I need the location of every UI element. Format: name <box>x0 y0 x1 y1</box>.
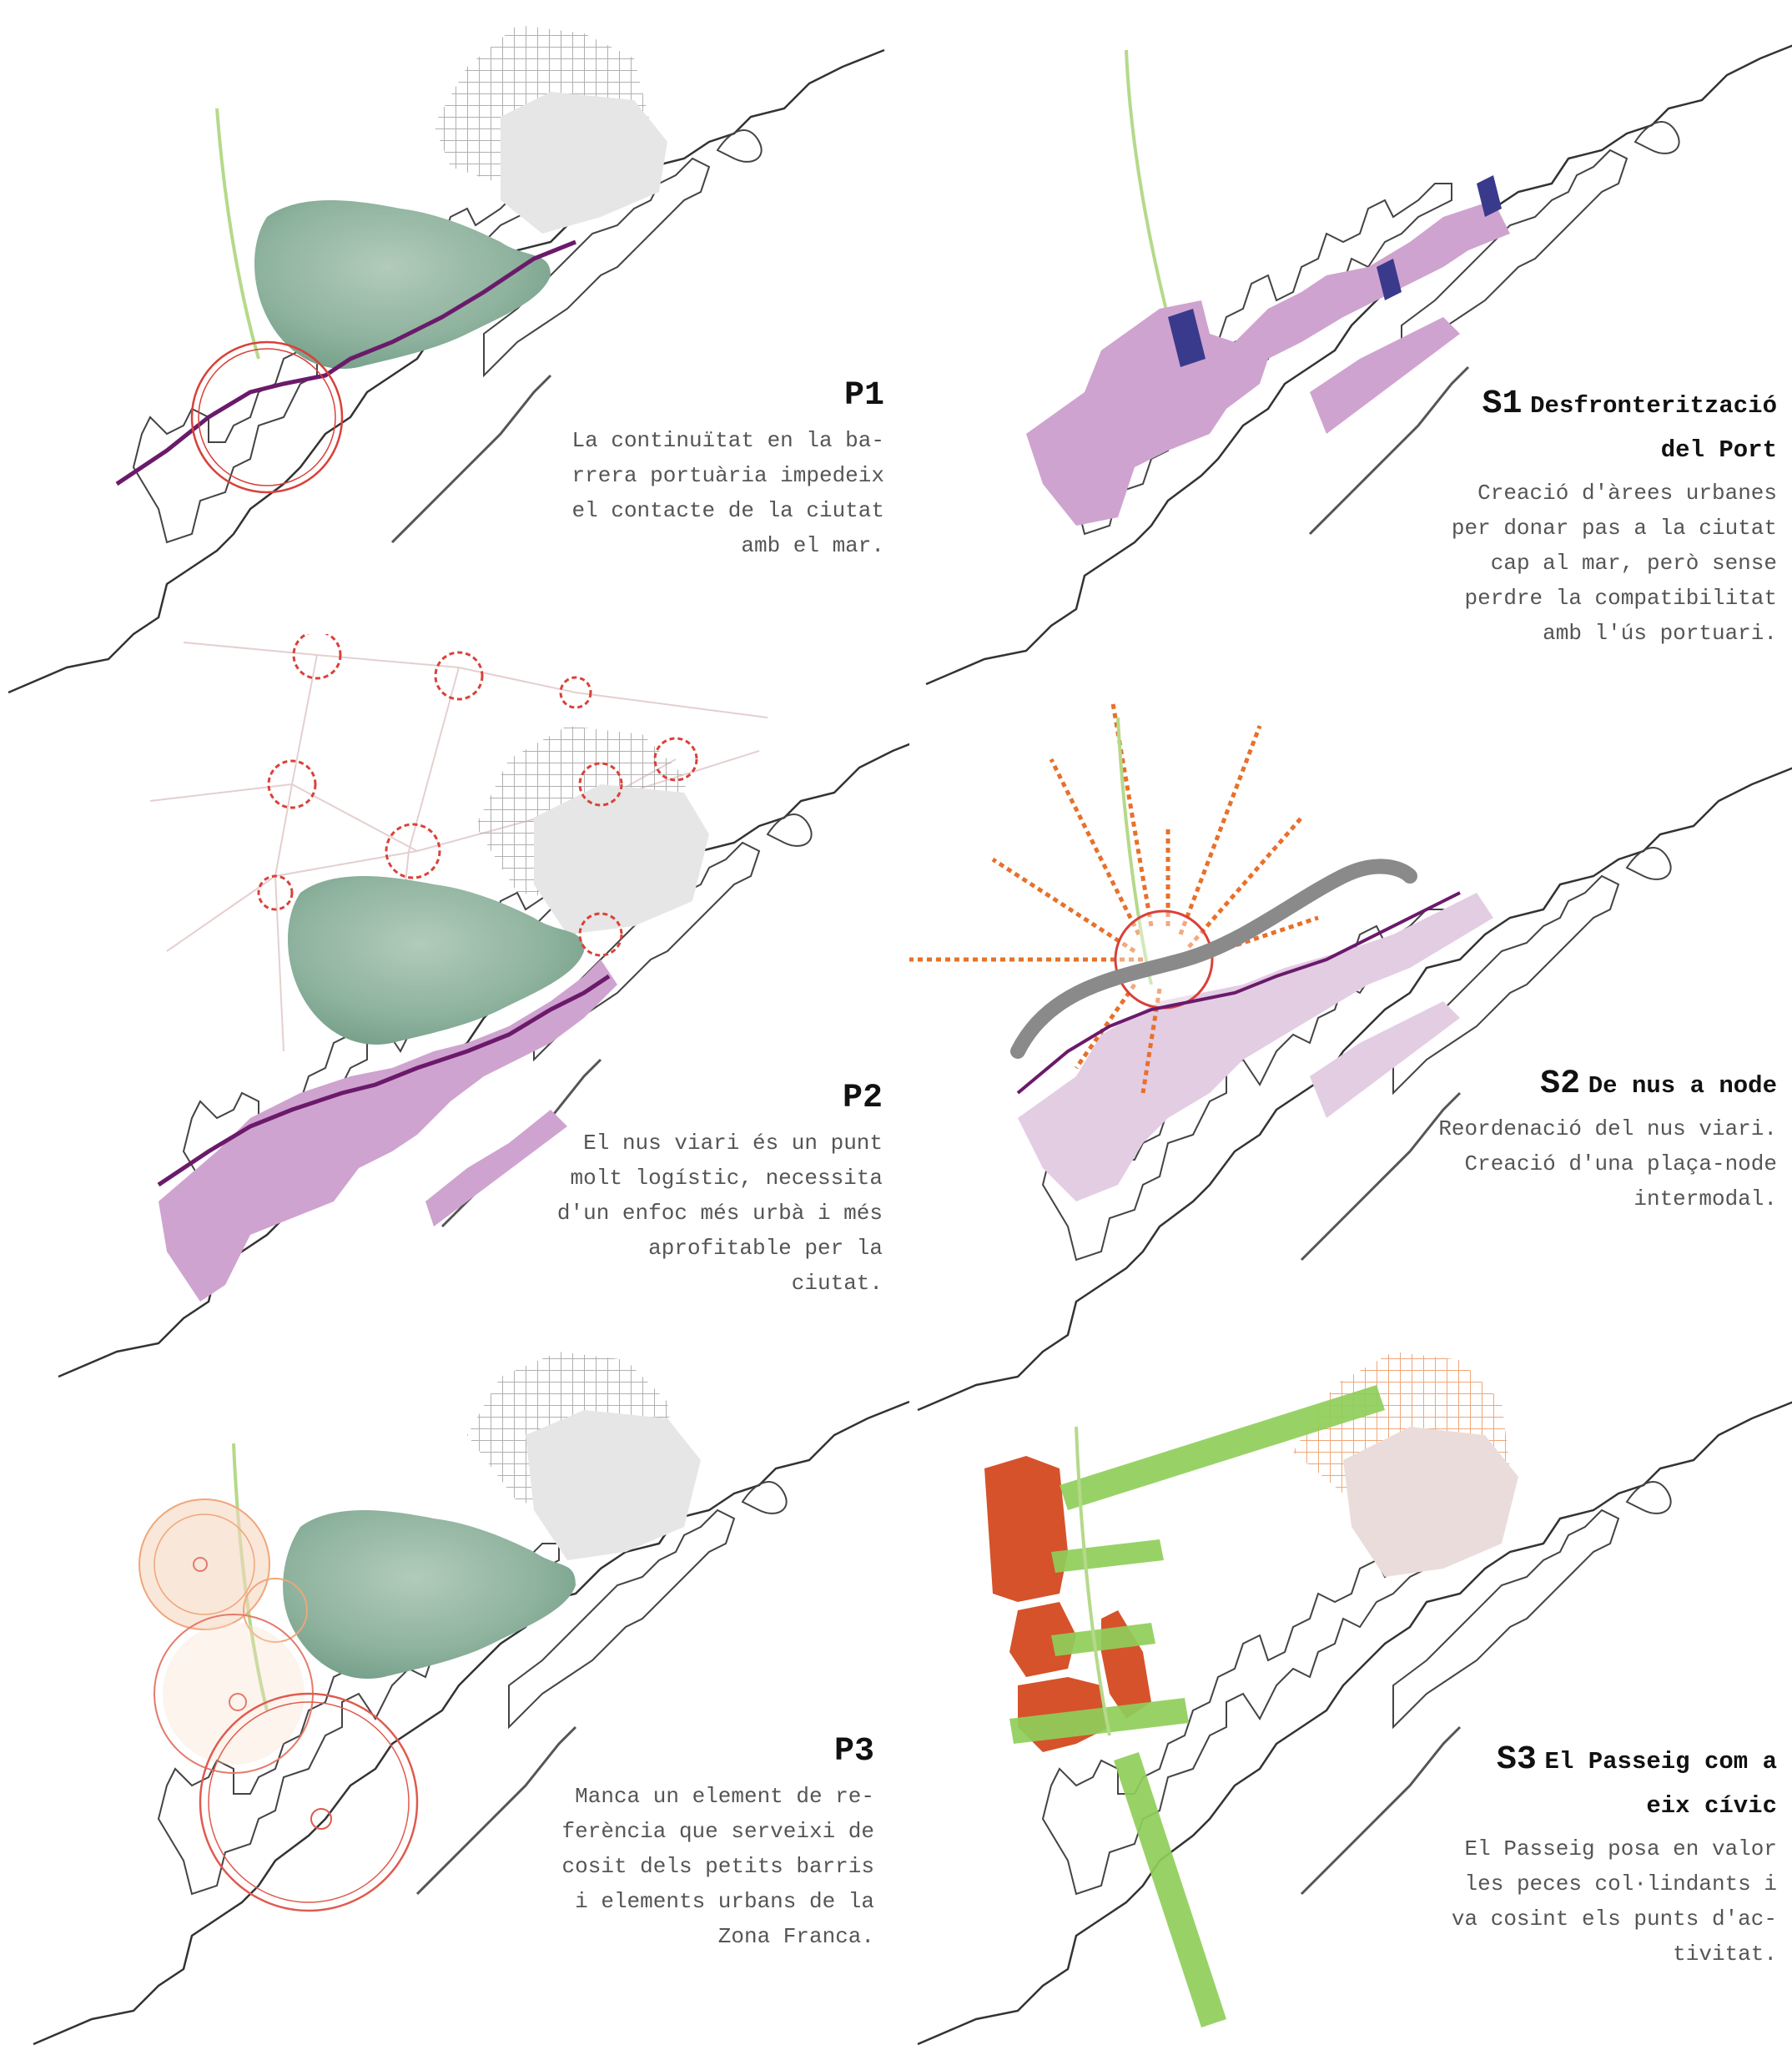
panel-p2-map <box>0 634 909 1418</box>
caption-line: va cosint els punts d'ac- <box>1293 1901 1777 1937</box>
urban-block-area <box>534 784 709 934</box>
caption-line: perdre la compatibilitat <box>1301 581 1777 616</box>
caption-line: Zona Franca. <box>417 1919 874 1954</box>
caption-line: Creació d'àrees urbanes <box>1301 476 1777 511</box>
panel-s2-map <box>909 701 1792 1418</box>
caption-line: El Passeig posa en valor <box>1293 1831 1777 1866</box>
caption-line: el contacte de la ciutat <box>467 493 884 528</box>
caption-s1: S1 Desfronterització del Port Creació d'… <box>1301 384 1777 651</box>
caption-line: per donar pas a la ciutat <box>1301 511 1777 546</box>
caption-line: Reordenació del nus viari. <box>1301 1111 1777 1146</box>
caption-title: eix cívic <box>1646 1792 1777 1820</box>
caption-line: La continuïtat en la ba- <box>467 423 884 458</box>
caption-p3: P3 Manca un element de re- ferència que … <box>417 1731 874 1954</box>
caption-line: Creació d'una plaça-node <box>1301 1146 1777 1181</box>
axis-line <box>1126 50 1168 317</box>
caption-line: rrera portuària impedeix <box>467 458 884 493</box>
caption-line: d'un enfoc més urbà i més <box>417 1196 883 1231</box>
caption-line: amb l'ús portuari. <box>1301 616 1777 651</box>
caption-title: Desfronterització <box>1530 392 1777 420</box>
urban-block-area <box>501 92 667 234</box>
caption-line: ciutat. <box>417 1266 883 1301</box>
problem-circle-inner <box>199 349 335 486</box>
caption-p1: P1 La continuïtat en la ba- rrera portuà… <box>467 375 884 563</box>
urban-block-area <box>1343 1427 1518 1577</box>
hill-area <box>254 200 551 369</box>
caption-line: tivitat. <box>1293 1937 1777 1972</box>
caption-title: De nus a node <box>1588 1072 1777 1100</box>
caption-code: P1 <box>844 377 884 415</box>
caption-line: les peces col·lindants i <box>1293 1866 1777 1901</box>
caption-line: intermodal. <box>1301 1181 1777 1216</box>
caption-code: S3 <box>1497 1741 1537 1779</box>
caption-code: P2 <box>843 1080 883 1117</box>
caption-line: aprofitable per la <box>417 1231 883 1266</box>
caption-line: amb el mar. <box>467 528 884 563</box>
panel-p1-map <box>0 0 909 734</box>
caption-line: i elements urbans de la <box>417 1884 874 1919</box>
caption-p2: P2 El nus viari és un punt molt logístic… <box>417 1078 883 1301</box>
caption-line: Manca un element de re- <box>417 1779 874 1814</box>
urban-block-area <box>526 1410 701 1560</box>
caption-title: del Port <box>1661 436 1777 464</box>
hill-area <box>283 1510 576 1679</box>
caption-line: El nus viari és un punt <box>417 1126 883 1161</box>
caption-line: cosit dels petits barris <box>417 1849 874 1884</box>
caption-line: cap al mar, però sense <box>1301 546 1777 581</box>
caption-line: ferència que serveixi de <box>417 1814 874 1849</box>
caption-line: molt logístic, necessita <box>417 1161 883 1196</box>
caption-code: S2 <box>1540 1065 1580 1103</box>
caption-code: P3 <box>834 1733 874 1770</box>
caption-s3: S3 El Passeig com a eix cívic El Passeig… <box>1293 1740 1777 1972</box>
problem-circle <box>192 342 342 492</box>
caption-title: El Passeig com a <box>1545 1748 1777 1775</box>
axis-line <box>217 108 259 359</box>
caption-code: S1 <box>1482 385 1523 423</box>
caption-s2: S2 De nus a node Reordenació del nus via… <box>1301 1064 1777 1216</box>
